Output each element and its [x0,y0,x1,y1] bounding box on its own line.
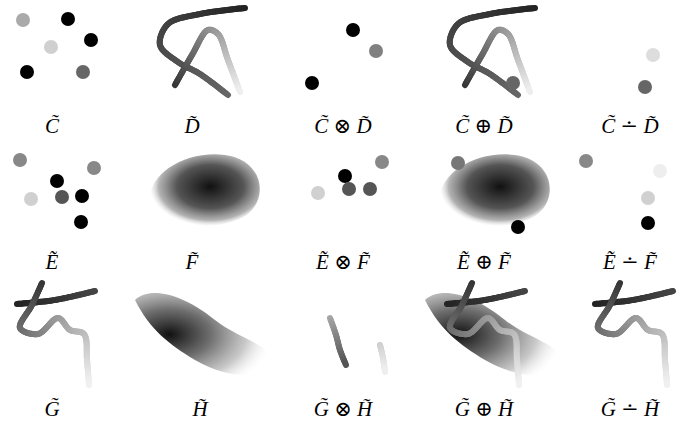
fuzzy-point [369,44,383,58]
set-label: G̃ [44,397,59,422]
fuzzy-point [20,65,34,79]
fuzzy-point [511,220,525,234]
fuzzy-curve [447,291,525,304]
fuzzy-curve [380,345,385,372]
set-label: Ẽ ∸ F̃ [603,250,657,275]
curve-segment [523,288,525,294]
fuzzy-point [375,155,389,169]
set-label: C̃ ⊗ D̃ [314,114,371,139]
fuzzy-point [638,80,652,94]
fuzzy-point [653,164,667,178]
set-label: C̃ [45,114,59,139]
curve-segment [516,94,518,95]
fuzzy-curve [450,283,519,385]
fuzzy-point [305,76,319,90]
fuzzy-point [55,190,69,204]
fuzzy-point [451,156,465,170]
curve-segment [86,383,92,385]
fuzzy-point [579,154,593,168]
curve-segment [671,288,673,294]
fuzzy-region [135,293,272,376]
fuzzy-point [646,48,660,62]
fuzzy-curve [175,30,240,92]
fuzzy-point [75,189,89,203]
set-label: Ẽ [46,250,59,275]
fuzzy-point [641,191,655,205]
fuzzy-point [87,161,101,175]
fuzzy-point [363,182,377,196]
curve-segment [342,363,349,365]
set-label: Ẽ ⊗ F̃ [316,250,370,275]
curve-segment [526,90,533,92]
set-label: C̃ ∸ D̃ [601,114,658,139]
fuzzy-region [440,154,550,226]
fuzzy-region [150,154,260,226]
fuzzy-point [24,192,38,206]
fuzzy-region [425,293,562,376]
fuzzy-curve [595,291,673,304]
set-label: G̃ ⊕ H̃ [455,397,513,422]
fuzzy-curve [598,283,667,385]
set-label: F̃ [186,250,199,275]
fuzzy-point [506,76,520,90]
curve-segment [382,370,388,372]
fuzzy-point [13,153,27,167]
fuzzy-point [84,33,98,47]
fuzzy-curve [17,291,95,304]
set-label: H̃ [192,397,207,422]
fuzzy-point [342,182,356,196]
fuzzy-point [74,215,88,229]
curve-segment [516,383,522,385]
set-label: Ẽ ⊕ F̃ [457,250,511,275]
set-label: G̃ ∸ H̃ [601,397,659,422]
curve-segment [93,288,95,294]
curve-segment [664,383,670,385]
curve-segment [226,94,228,95]
fuzzy-curve [330,318,346,365]
fuzzy-point [338,169,352,183]
set-label: D̃ [184,114,199,139]
fuzzy-point [346,23,360,37]
fuzzy-point [16,13,30,27]
fuzzy-point [311,186,325,200]
set-label: G̃ ⊗ H̃ [314,397,372,422]
fuzzy-curve [465,30,530,92]
fuzzy-point [44,40,58,54]
fuzzy-curve [450,8,535,95]
fuzzy-point [50,174,64,188]
set-label: C̃ ⊕ D̃ [455,114,512,139]
fuzzy-curve [20,283,89,385]
fuzzy-curve [160,8,245,95]
fuzzy-point [61,12,75,26]
curve-segment [236,90,243,92]
fuzzy-point [641,216,655,230]
fuzzy-point [76,65,90,79]
